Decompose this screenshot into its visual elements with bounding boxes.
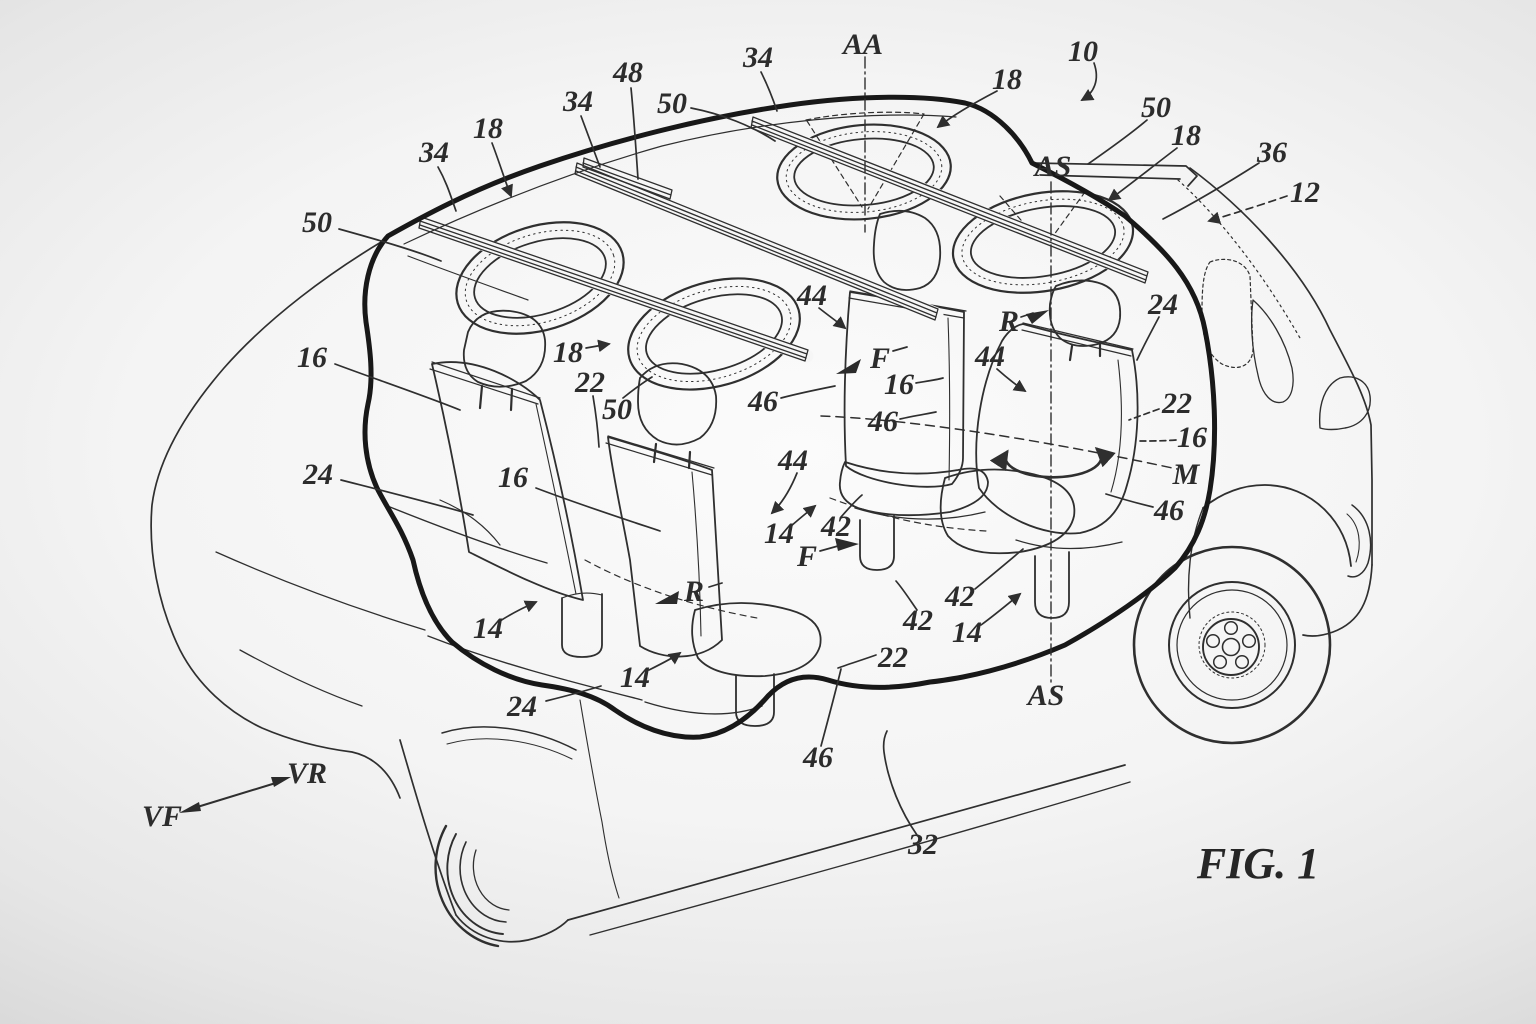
ring-1 <box>455 221 625 335</box>
ref-label-34: 34 <box>418 136 449 169</box>
ref-label-48: 48 <box>612 56 643 89</box>
airbag-rings <box>455 111 1135 391</box>
ref-label-36: 36 <box>1256 136 1287 169</box>
ref-label-as: AS <box>1033 150 1072 183</box>
ref-label-12: 12 <box>1290 176 1320 209</box>
ref-label-vf: VF <box>142 800 182 833</box>
seats <box>429 209 1139 727</box>
ref-label-14: 14 <box>764 517 794 550</box>
ref-label-aa: AA <box>841 28 883 61</box>
ref-label-18: 18 <box>1171 119 1201 152</box>
ref-label-16: 16 <box>884 368 914 401</box>
ring-2 <box>627 277 801 391</box>
ref-label-18: 18 <box>473 112 503 145</box>
ref-label-as: AS <box>1026 679 1065 712</box>
front-wheel <box>434 824 510 948</box>
ref-label-50: 50 <box>302 206 332 239</box>
ref-label-34: 34 <box>742 41 773 74</box>
ref-label-r: R <box>683 575 704 608</box>
rotation-arrow <box>989 447 1116 479</box>
ref-label-32: 32 <box>907 828 938 861</box>
rear-wheel <box>1132 545 1332 745</box>
section-lines <box>820 56 1178 686</box>
arrow-R-rearward <box>1026 310 1049 324</box>
ref-label-r: R <box>998 305 1019 338</box>
ref-label-18: 18 <box>992 63 1022 96</box>
ref-label-22: 22 <box>574 366 605 399</box>
ref-label-34: 34 <box>562 85 593 118</box>
pivot-axis-M <box>820 415 1178 470</box>
ref-label-22: 22 <box>877 641 908 674</box>
ref-label-24: 24 <box>302 458 333 491</box>
seat-front-left <box>429 309 603 658</box>
arrow-VF <box>179 802 201 813</box>
ref-label-16: 16 <box>498 461 528 494</box>
ref-label-46: 46 <box>1153 494 1184 527</box>
ref-label-22: 22 <box>1161 387 1192 420</box>
arrow-F-forward <box>836 359 861 374</box>
ref-label-24: 24 <box>506 690 537 723</box>
arrow-VR <box>271 777 291 787</box>
ref-label-16: 16 <box>297 341 327 374</box>
ref-label-44: 44 <box>796 279 827 312</box>
ref-label-46: 46 <box>867 405 898 438</box>
ref-label-14: 14 <box>620 661 650 694</box>
ref-label-42: 42 <box>944 580 975 613</box>
figure-caption: FIG. 1 <box>1196 839 1319 888</box>
ring-3 <box>776 123 952 221</box>
seat-rotatable-right <box>939 279 1139 619</box>
roof-rails <box>414 115 1154 363</box>
ref-label-10: 10 <box>1068 35 1098 68</box>
ref-label-44: 44 <box>974 340 1005 373</box>
leader-lines <box>179 62 1288 836</box>
ref-label-14: 14 <box>473 612 503 645</box>
ref-label-m: M <box>1172 458 1201 491</box>
ref-label-50: 50 <box>657 87 687 120</box>
ref-label-50: 50 <box>1141 91 1171 124</box>
cutaway-boundary <box>362 94 1218 740</box>
ref-label-50: 50 <box>602 393 632 426</box>
ref-label-16: 16 <box>1177 421 1207 454</box>
seat-front-right <box>838 209 989 571</box>
ref-label-42: 42 <box>902 604 933 637</box>
ref-label-44: 44 <box>777 444 808 477</box>
ref-label-42: 42 <box>820 510 851 543</box>
arrow-F-forward-2 <box>835 538 859 551</box>
ref-label-24: 24 <box>1147 288 1178 321</box>
ref-label-46: 46 <box>802 741 833 774</box>
ref-label-14: 14 <box>952 616 982 649</box>
ref-label-f: F <box>869 342 890 375</box>
ref-label-46: 46 <box>747 385 778 418</box>
vf-vr-axis <box>193 781 280 809</box>
ref-label-18: 18 <box>553 336 583 369</box>
arrow-R-rearward-2 <box>655 591 679 604</box>
ref-label-vr: VR <box>287 757 327 790</box>
ref-label-f: F <box>796 540 817 573</box>
